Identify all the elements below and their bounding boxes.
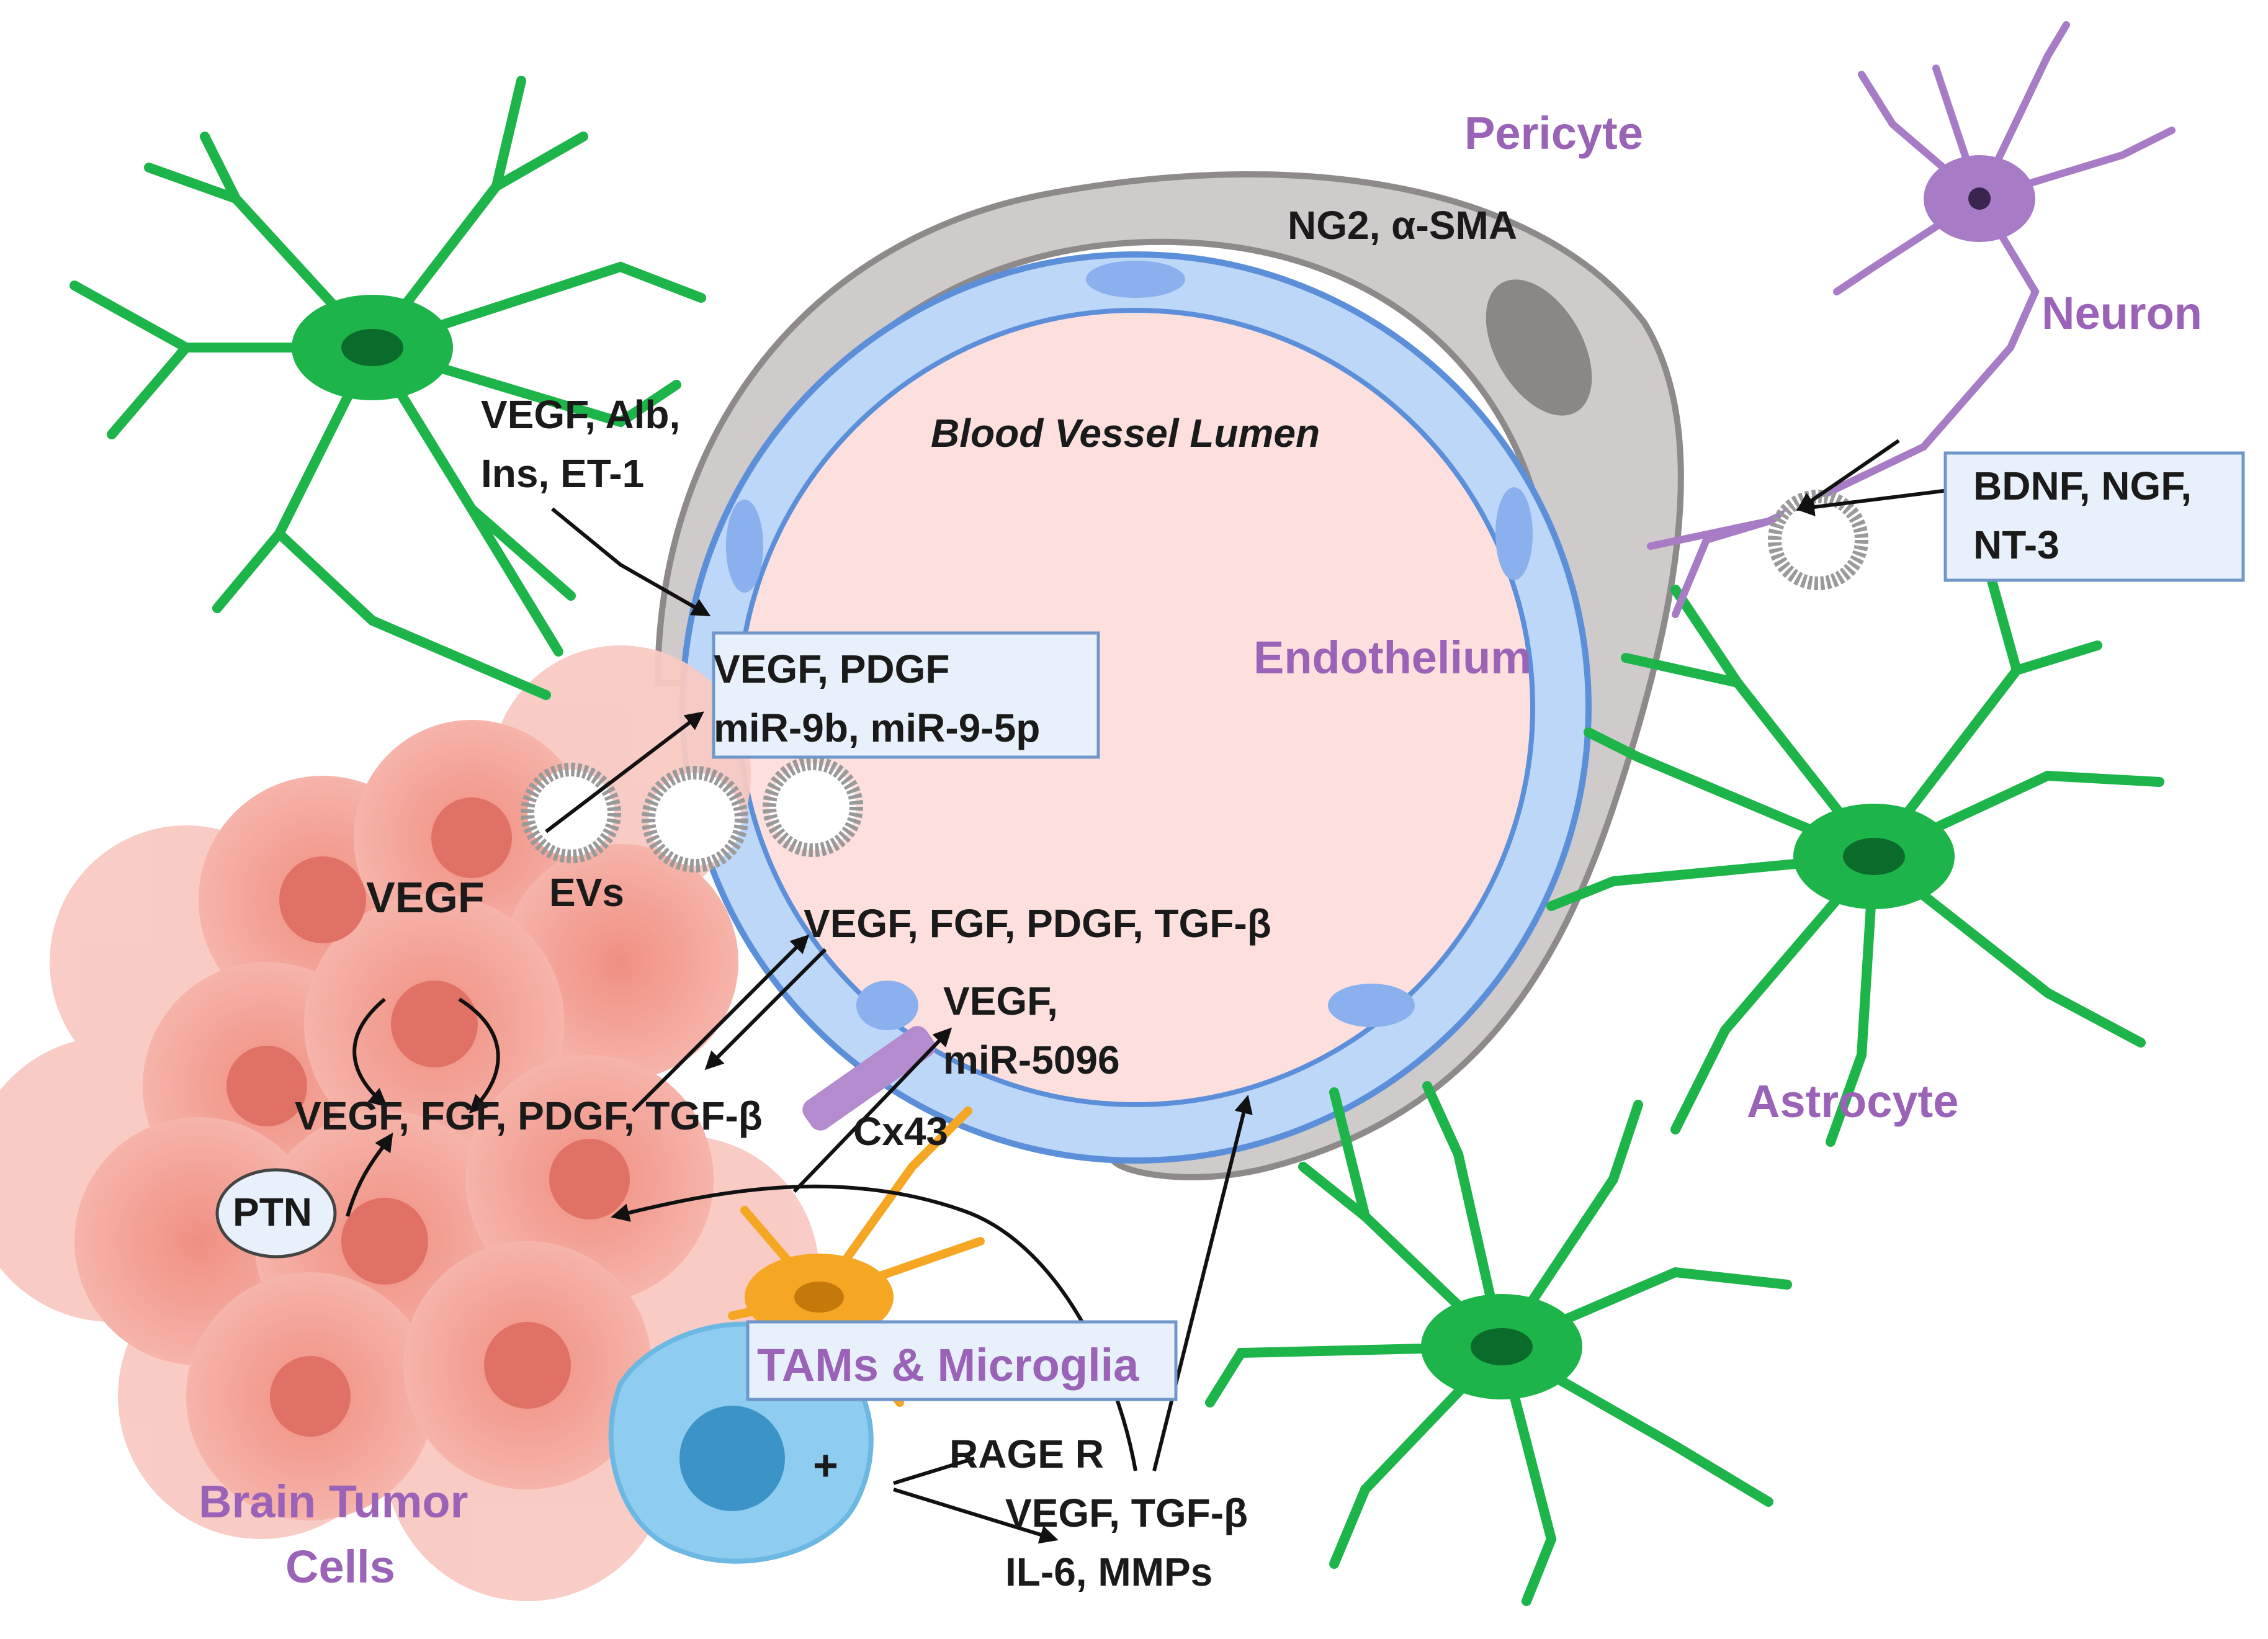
label-pericyte: Pericyte bbox=[1464, 107, 1643, 159]
neuron-vesicle bbox=[1768, 490, 1868, 590]
label-endothelium: Endothelium bbox=[1253, 632, 1531, 683]
label-vegf-tumor: VEGF bbox=[366, 873, 485, 922]
endothelial-nucleus bbox=[1328, 984, 1415, 1027]
endothelial-nucleus bbox=[726, 500, 763, 593]
label-ptn: PTN bbox=[233, 1190, 312, 1234]
endothelial-nucleus bbox=[1495, 487, 1533, 580]
label-evs: EVs bbox=[549, 870, 624, 915]
label-il6: IL-6, MMPs bbox=[1005, 1550, 1212, 1594]
label-cx43: Cx43 bbox=[853, 1109, 948, 1154]
label-vegf-mir-2: miR-5096 bbox=[943, 1038, 1120, 1082]
label-ng2: NG2, α-SMA bbox=[1288, 203, 1517, 248]
box-tams bbox=[746, 1320, 1178, 1401]
box-bdnf-line2: NT-3 bbox=[1973, 523, 2060, 567]
microglia-cell bbox=[728, 1107, 985, 1407]
label-vegf-mir-1: VEGF, bbox=[943, 979, 1058, 1023]
label-rage: RAGE R bbox=[949, 1432, 1104, 1476]
astrocyte-bottom bbox=[1205, 1081, 1792, 1606]
pericyte-shape bbox=[654, 171, 1684, 1180]
endothelial-nucleus bbox=[1086, 261, 1185, 298]
label-growth-factors-top: VEGF, FGF, PDGF, TGF-β bbox=[804, 901, 1271, 946]
endothelial-nucleus bbox=[856, 981, 918, 1030]
astrocyte-top-left bbox=[69, 76, 706, 700]
cx43-channel bbox=[802, 1026, 936, 1131]
box-bdnf-line1: BDNF, NGF, bbox=[1973, 464, 2192, 508]
endothelium-ring bbox=[679, 251, 1592, 1164]
label-brain-tumor-1: Brain Tumor bbox=[199, 1476, 468, 1527]
label-blood-vessel-lumen: Blood Vessel Lumen bbox=[931, 411, 1320, 456]
label-neuron: Neuron bbox=[2042, 287, 2202, 339]
label-plus: + bbox=[813, 1441, 838, 1489]
astrocyte-right bbox=[1546, 554, 2164, 1147]
box-vegf-pdgf-line1: VEGF, PDGF bbox=[714, 647, 950, 691]
label-vegf-alb-1: VEGF, Alb, bbox=[481, 392, 680, 437]
label-growth-factors-tumor: VEGF, FGF, PDGF, TGF-β bbox=[295, 1093, 763, 1138]
label-vegf-alb-2: Ins, ET-1 bbox=[481, 451, 644, 496]
label-tams: TAMs & Microglia bbox=[757, 1339, 1139, 1391]
box-vegf-pdgf bbox=[712, 631, 1100, 759]
box-bdnf bbox=[1943, 451, 2245, 582]
label-brain-tumor-2: Cells bbox=[285, 1541, 395, 1592]
label-vegf-tgf: VEGF, TGF-β bbox=[1005, 1491, 1248, 1535]
label-astrocyte: Astrocyte bbox=[1747, 1075, 1958, 1127]
box-vegf-pdgf-line2: miR-9b, miR-9-5p bbox=[714, 706, 1040, 750]
neuron-cell bbox=[1647, 21, 2176, 618]
ptn-ellipse bbox=[215, 1168, 337, 1259]
